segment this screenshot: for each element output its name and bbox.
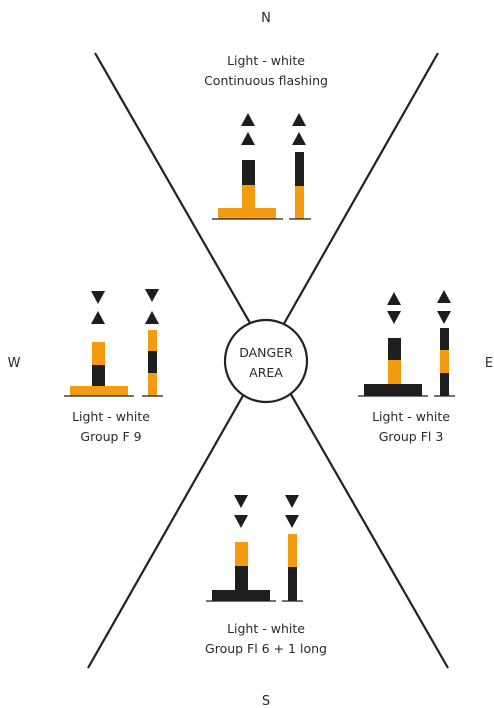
west-spar-black xyxy=(148,351,157,373)
danger-area: DANGER AREA xyxy=(223,318,309,404)
east-spar-black-top xyxy=(440,328,449,350)
south-spar-yellow xyxy=(288,534,297,567)
west-buoy-topmark-cone-lower xyxy=(91,311,105,324)
west-buoy-topmark-cone-upper xyxy=(91,291,105,304)
north-pillar-buoy xyxy=(212,113,283,220)
east-spar-buoy xyxy=(434,290,455,397)
south-cardinal-mark: Light - white Group Fl 6 + 1 long xyxy=(205,495,327,656)
south-buoy-base xyxy=(212,590,270,601)
north-spar-yellow xyxy=(295,186,304,219)
west-pillar-buoy xyxy=(64,291,134,397)
west-spar-topmark-cone-upper xyxy=(145,289,159,302)
danger-area-label-line1: DANGER xyxy=(239,345,293,360)
west-spar-yellow-top xyxy=(148,330,157,351)
east-spar-black-bottom xyxy=(440,373,449,396)
north-spar-buoy xyxy=(289,113,311,220)
east-characteristic-label: Group Fl 3 xyxy=(379,429,444,444)
south-spar-black xyxy=(288,567,297,601)
compass-east: E xyxy=(485,356,493,371)
north-light-label: Light - white xyxy=(227,53,305,68)
north-spar-topmark-cone-upper xyxy=(292,113,306,126)
east-buoy-body-black-top xyxy=(388,338,401,360)
danger-area-circle xyxy=(223,318,309,404)
east-cardinal-mark: Light - white Group Fl 3 xyxy=(358,290,455,444)
north-characteristic-label: Continuous flashing xyxy=(204,73,328,88)
danger-area-label-line2: AREA xyxy=(249,365,283,380)
north-buoy-base xyxy=(218,208,276,219)
east-buoy-base xyxy=(364,384,422,396)
west-buoy-body-black xyxy=(92,365,105,386)
south-buoy-body-black xyxy=(235,566,248,590)
compass-west: W xyxy=(8,356,21,371)
south-buoy-body-yellow xyxy=(235,542,248,566)
south-buoy-topmark-cone-upper xyxy=(234,495,248,508)
south-spar-topmark-cone-upper xyxy=(285,495,299,508)
north-buoy-topmark-cone-lower xyxy=(241,132,255,145)
north-spar-black xyxy=(295,152,304,186)
south-light-label: Light - white xyxy=(227,621,305,636)
north-buoy-body-black xyxy=(242,160,255,185)
east-buoy-topmark-cone-lower xyxy=(387,311,401,324)
east-buoy-topmark-cone-upper xyxy=(387,292,401,305)
south-spar-topmark-cone-lower xyxy=(285,515,299,528)
west-spar-buoy xyxy=(142,289,163,397)
south-pillar-buoy xyxy=(206,495,276,602)
north-spar-topmark-cone-lower xyxy=(292,132,306,145)
east-pillar-buoy xyxy=(358,292,428,397)
west-buoy-base xyxy=(70,386,128,396)
east-spar-yellow xyxy=(440,350,449,373)
west-light-label: Light - white xyxy=(72,409,150,424)
south-buoy-topmark-cone-lower xyxy=(234,515,248,528)
east-light-label: Light - white xyxy=(372,409,450,424)
east-spar-topmark-cone-upper xyxy=(437,290,451,303)
west-spar-topmark-cone-lower xyxy=(145,311,159,324)
north-buoy-topmark-cone-upper xyxy=(241,113,255,126)
south-characteristic-label: Group Fl 6 + 1 long xyxy=(205,641,327,656)
west-spar-yellow-bottom xyxy=(148,373,157,396)
compass-north: N xyxy=(261,11,271,26)
east-buoy-body-yellow xyxy=(388,360,401,384)
north-cardinal-mark: Light - white Continuous flashing xyxy=(204,53,328,220)
compass-south: S xyxy=(262,694,270,708)
west-buoy-body-yellow-top xyxy=(92,342,105,365)
east-spar-topmark-cone-lower xyxy=(437,311,451,324)
south-spar-buoy xyxy=(282,495,303,602)
north-buoy-body-yellow xyxy=(242,185,255,208)
west-characteristic-label: Group F 9 xyxy=(80,429,141,444)
west-cardinal-mark: Light - white Group F 9 xyxy=(64,289,163,444)
